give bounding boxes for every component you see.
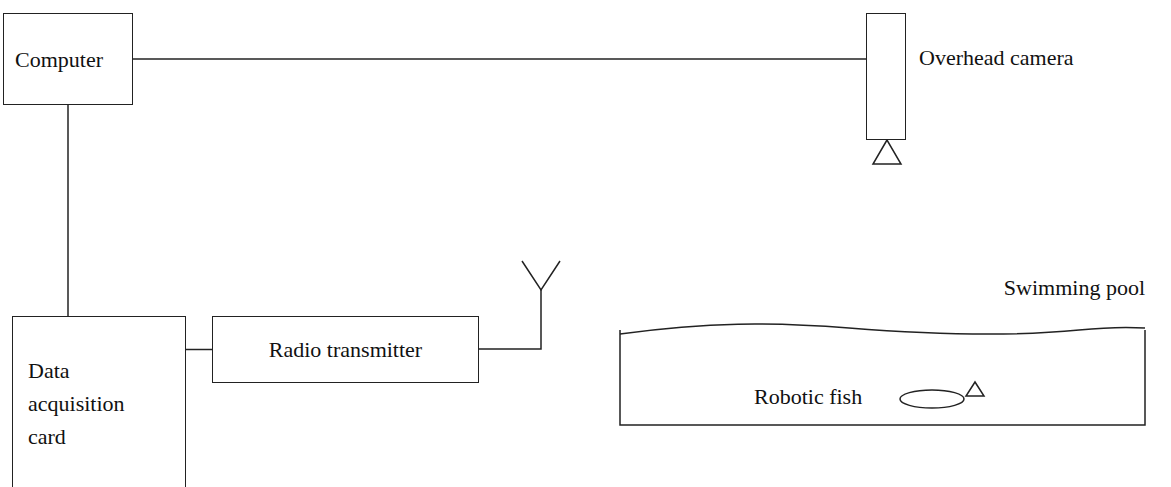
node-label: Robotic fish [754,380,862,413]
robotic-fish: Robotic fish [754,382,986,412]
pool-outline [619,318,1147,427]
antenna-symbol [522,261,560,290]
connector-line [186,349,212,351]
node-label: Computer [15,43,103,76]
node-label: Radio transmitter [269,333,422,366]
connector-line [67,105,69,316]
camera-symbol: Overhead camera [866,13,906,140]
water-surface [620,324,1145,334]
radio-transmitter-box: Radio transmitter [212,316,479,383]
daq-card-box: Data acquisition card [12,316,186,487]
node-label: Data acquisition card [28,354,140,453]
node-label: Overhead camera [919,41,1074,74]
camera-lens [866,139,906,169]
computer-box: Computer [3,13,133,105]
swimming-pool: Swimming poolRobotic fish [619,318,1147,427]
connector-line [133,58,866,60]
node-label: Swimming pool [1004,271,1145,304]
antenna-lead [478,290,541,349]
